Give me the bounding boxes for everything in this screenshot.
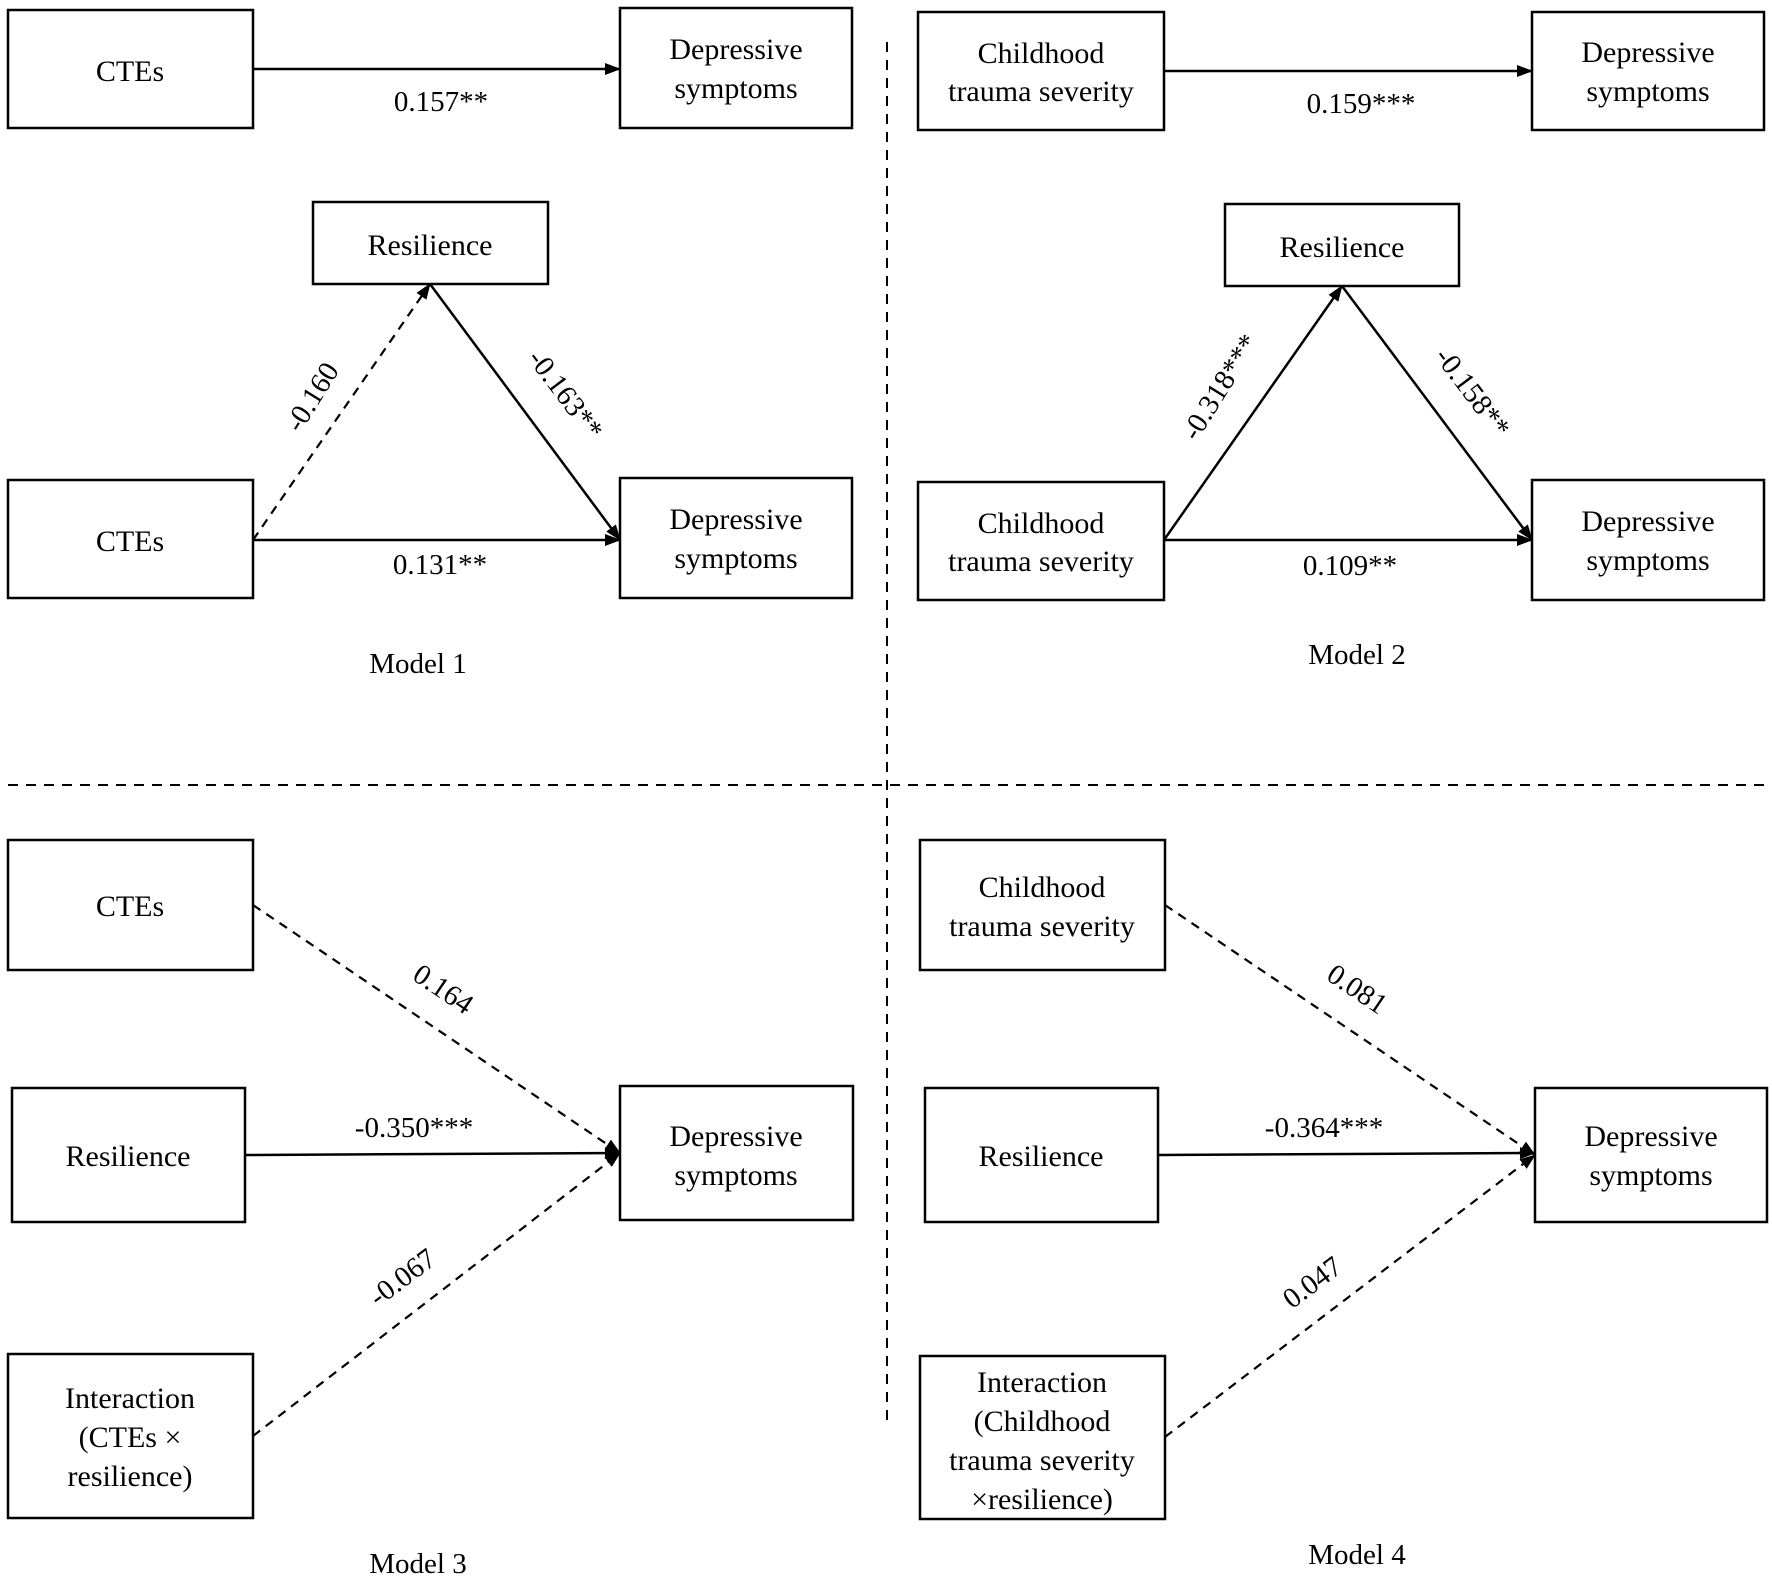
model1-total-predictor-label: CTEs [96, 55, 164, 88]
model4-caption: Model 4 [1308, 1539, 1406, 1571]
model3-panel: CTEs Resilience Interaction (CTEs × resi… [6, 838, 855, 1579]
model2-caption: Model 2 [1308, 639, 1405, 671]
model2-b-path-coef: -0.158** [1428, 341, 1516, 443]
model3-predictor-arrow [252, 904, 621, 1154]
model4-predictor-box [918, 838, 1167, 972]
model4-outcome-line2: symptoms [1589, 1159, 1712, 1192]
model4-panel: Childhood trauma severity Resilience Int… [918, 838, 1769, 1571]
model1-outcome-box [618, 476, 854, 600]
model2-total-coef: 0.159*** [1307, 88, 1416, 120]
model2-total-outcome-line1: Depressive [1581, 36, 1714, 69]
model1-predictor-label: CTEs [96, 525, 164, 558]
model1-predictor-box [6, 478, 255, 600]
model2-panel: Childhood trauma severity Depressive sym… [916, 10, 1766, 671]
model3-moderator-label: Resilience [66, 1140, 191, 1173]
model2-outcome-box [1530, 478, 1766, 602]
model3-interaction-line1: Interaction [65, 1382, 195, 1415]
model4-moderator-arrow [1157, 1147, 1536, 1160]
model3-moderator-box [10, 1086, 247, 1224]
model4-moderator-coef: -0.364*** [1265, 1112, 1383, 1144]
model3-predictor-label: CTEs [96, 890, 164, 923]
model1-mediator-box [311, 200, 550, 286]
model2-predictor-line1: Childhood [978, 507, 1105, 540]
model3-interaction-arrow [252, 1152, 621, 1437]
model2-mediator-box [1223, 202, 1461, 288]
model4-predictor-arrow [1164, 904, 1536, 1156]
model2-total-outcome-line2: symptoms [1586, 75, 1709, 108]
model1-outcome-line1: Depressive [669, 503, 802, 536]
model2-c-prime-coef: 0.109** [1303, 550, 1397, 582]
model4-predictor-coef: 0.081 [1321, 958, 1393, 1021]
model1-a-path-coef: -0.160 [279, 357, 346, 437]
model1-panel: CTEs Depressive symptoms 0.157** Resilie… [6, 6, 854, 680]
model3-outcome-line1: Depressive [669, 1120, 802, 1153]
model2-total-outcome-box [1530, 10, 1766, 132]
model4-predictor-line2: trauma severity [949, 910, 1135, 943]
model2-a-path-arrow [1162, 285, 1344, 541]
model3-interaction-line2: (CTEs × [79, 1421, 182, 1454]
model4-predictor-line1: Childhood [979, 871, 1106, 904]
model4-interaction-line3: trauma severity [949, 1444, 1135, 1477]
model4-interaction-line4: ×resilience) [971, 1483, 1113, 1516]
model1-total-outcome-line1: Depressive [669, 33, 802, 66]
model3-predictor-coef: 0.164 [407, 958, 479, 1021]
model1-total-coef: 0.157** [394, 86, 488, 118]
model4-outcome-line1: Depressive [1584, 1120, 1717, 1153]
model3-caption: Model 3 [369, 1548, 466, 1579]
model4-outcome-box [1533, 1086, 1769, 1224]
model3-outcome-line2: symptoms [674, 1159, 797, 1192]
model2-total-predictor-box [916, 10, 1166, 132]
model3-interaction-coef: -0.067 [363, 1242, 442, 1313]
model4-moderator-label: Resilience [979, 1140, 1104, 1173]
model3-moderator-arrow [244, 1147, 621, 1160]
model1-a-path-arrow [252, 283, 431, 541]
model2-b-path-arrow [1340, 285, 1534, 541]
model2-predictor-line2: trauma severity [948, 545, 1134, 578]
model2-total-predictor-line1: Childhood [978, 37, 1105, 70]
model4-interaction-box [918, 1354, 1167, 1521]
model2-total-predictor-line2: trauma severity [948, 75, 1134, 108]
model2-a-path-coef: -0.318*** [1175, 329, 1265, 446]
model1-b-path-arrow [428, 283, 622, 541]
model4-interaction-arrow [1164, 1154, 1536, 1438]
model4-moderator-box [923, 1086, 1160, 1224]
model2-mediator-label: Resilience [1280, 231, 1405, 264]
model2-predictor-box [916, 480, 1166, 602]
model3-moderator-coef: -0.350*** [355, 1112, 473, 1144]
model1-c-prime-coef: 0.131** [393, 549, 487, 581]
model1-b-path-coef: -0.163** [521, 343, 609, 445]
model1-caption: Model 1 [369, 648, 466, 680]
model2-outcome-line1: Depressive [1581, 505, 1714, 538]
model1-total-outcome-line2: symptoms [674, 72, 797, 105]
model4-interaction-line2: (Childhood [974, 1405, 1111, 1438]
model3-outcome-box [618, 1084, 855, 1222]
model3-interaction-box [6, 1352, 255, 1520]
model1-total-outcome-box [618, 6, 854, 130]
model4-interaction-line1: Interaction [977, 1366, 1107, 1399]
model2-outcome-line2: symptoms [1586, 544, 1709, 577]
model3-interaction-line3: resilience) [68, 1460, 193, 1493]
model1-mediator-label: Resilience [368, 229, 493, 262]
model1-outcome-line2: symptoms [674, 542, 797, 575]
